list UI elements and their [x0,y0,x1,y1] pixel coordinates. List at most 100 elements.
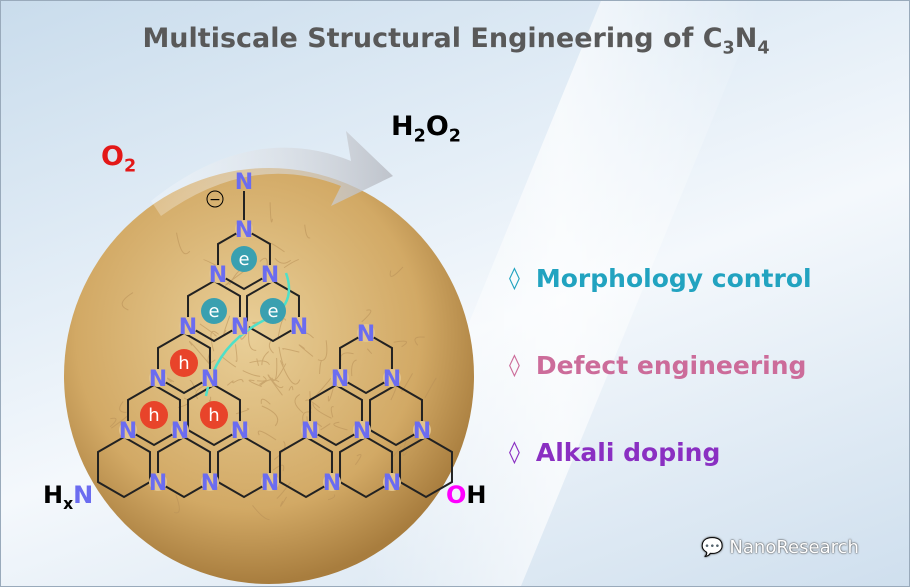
triazine-ring [217,435,271,499]
atom-bg [200,473,219,491]
fiber [283,258,299,269]
fiber [282,348,300,353]
fiber [312,403,332,419]
nitrogen-atom: N [301,419,319,444]
fiber [274,258,292,264]
nitrogen-atom: N [171,419,189,444]
fiber [317,340,328,361]
reactant-o2: O2 [101,141,136,176]
fiber [167,377,175,383]
fiber [351,359,357,377]
electron-label: e [208,301,219,322]
fiber [320,423,331,431]
strategy-label: Alkali doping [535,438,721,467]
fiber [248,379,262,388]
nitrogen-atom: N [231,419,249,444]
atom-bg [170,421,189,439]
fiber [261,405,279,427]
fiber [248,331,257,351]
atom-bg [382,473,401,491]
atom-bg [382,369,401,387]
fiber [279,360,301,385]
fiber [304,224,311,239]
nitrogen-atom: N [323,471,341,496]
fiber [276,482,291,499]
negative-charge [206,190,224,208]
nitrogen-atom: N [383,367,401,392]
h-text: H [43,481,64,509]
electron-label: e [238,249,249,270]
atom-bg [260,473,279,491]
title-text: Multiscale Structural Engineering of C [142,23,723,54]
fiber [188,341,210,365]
fiber [222,356,237,368]
triazine-ring [246,279,300,343]
electron [260,298,286,324]
electron-label: e [267,301,278,322]
electron [231,246,257,272]
triazine-ring [97,435,151,499]
nitrogen-atom: N [209,263,227,288]
o2-sub: 2 [123,156,137,177]
fiber [249,360,270,365]
negative-charge-sign: − [209,192,221,208]
nitrogen-atom: N [179,315,197,340]
atom-bg [200,369,219,387]
nitrogen-atom: N [201,471,219,496]
strategy-label: Defect engineering [535,351,807,380]
page-title: Multiscale Structural Engineering of C3N… [1,23,910,58]
title-sub: 3 [722,38,735,59]
fiber [389,266,404,277]
fiber [257,430,277,441]
nitrogen-atom: N [235,218,253,243]
fiber [272,464,285,472]
fiber [361,309,372,323]
fiber [199,323,217,337]
hole-label: h [178,353,189,374]
atom-bg [179,317,198,335]
atom-bg [119,421,138,439]
atom-bg [331,369,350,387]
nitrogen-atom: N [261,263,279,288]
fiber [393,340,408,348]
diamond-bullet-icon: ◊ [509,353,520,378]
atom-bg [301,421,320,439]
fiber [288,385,294,391]
fiber [252,504,270,521]
fiber [242,370,261,377]
fiber [267,374,283,396]
triazine-ring [399,435,453,499]
diamond-bullet-icon: ◊ [509,266,520,291]
atom-bg [149,473,168,491]
triazine-ring [369,383,423,447]
fiber [235,408,250,415]
fiber [278,346,284,366]
fiber [234,344,238,362]
watermark-text: NanoResearch [729,537,859,558]
h2o2-text: H [391,111,414,142]
fiber [109,417,117,428]
nitrogen-atom: N [353,419,371,444]
triazine-ring [279,435,333,499]
fiber [315,422,322,427]
fiber-texture [109,202,437,521]
hole [140,401,168,429]
fiber [121,292,134,311]
h2o2-text: O [425,111,449,142]
reaction-arrow [151,131,393,216]
nitrogen-atom: N [290,315,308,340]
title-text: N [734,23,758,54]
triazine-ring [187,383,241,447]
fiber [279,496,288,507]
watermark: 💬NanoResearch [701,537,859,558]
wechat-icon: 💬 [701,537,724,558]
fiber [260,398,271,405]
o-text: O [446,481,467,509]
fiber [111,415,128,429]
fiber [119,401,127,413]
title-sub: 4 [757,38,770,59]
atom-bg [149,369,168,387]
fiber [174,494,180,514]
electron [201,298,227,324]
